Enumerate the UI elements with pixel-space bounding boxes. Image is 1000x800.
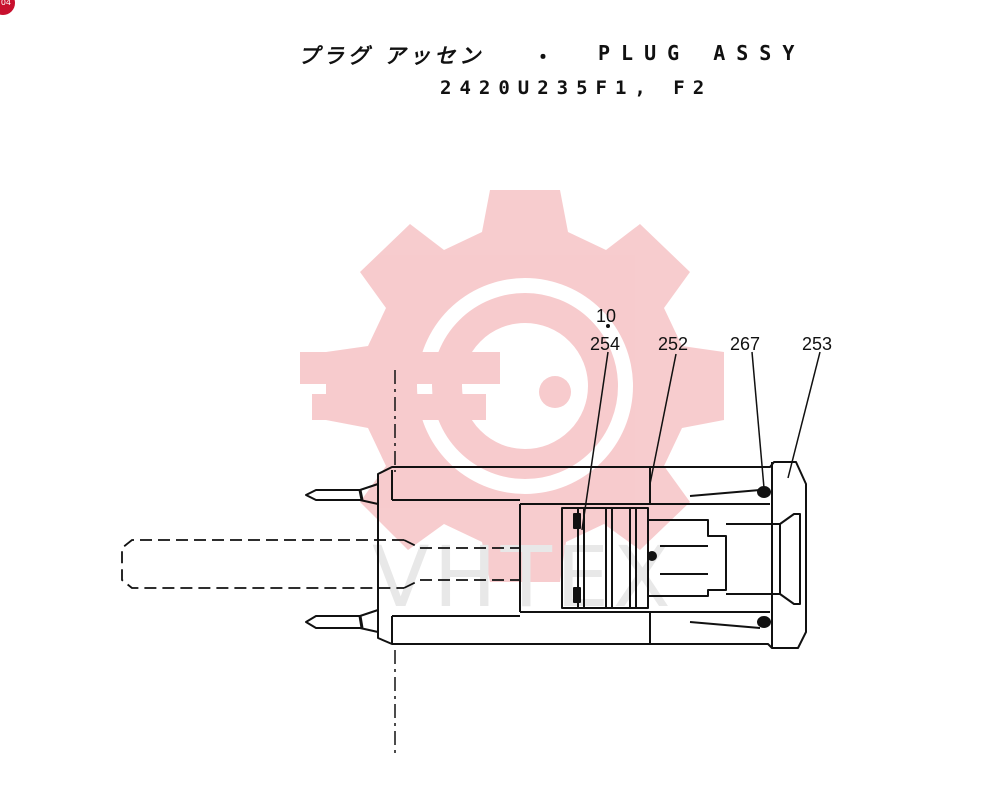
part-codes: 2420U235F1, F2 <box>440 77 713 99</box>
callout-253: 253 <box>802 334 832 354</box>
callout-252: 252 <box>658 334 688 354</box>
title-english: PLUG ASSY <box>598 41 806 65</box>
page-marker-badge: 04 <box>0 0 15 15</box>
part-267-oring <box>757 486 771 498</box>
gear-wrench-logo <box>300 190 724 582</box>
watermark-text: VHTEX <box>372 528 675 626</box>
callout-267: 267 <box>730 334 760 354</box>
left-lower-tab <box>305 609 379 633</box>
left-upper-tab <box>305 483 379 505</box>
phantom-pin <box>121 539 404 589</box>
callout-10: 10 <box>596 306 616 326</box>
watermark-wrench-icon <box>300 352 500 420</box>
title-japanese: プラグ アッセン <box>298 44 485 68</box>
title-separator: ・ <box>533 45 553 69</box>
callout-254: 254 <box>590 334 620 354</box>
